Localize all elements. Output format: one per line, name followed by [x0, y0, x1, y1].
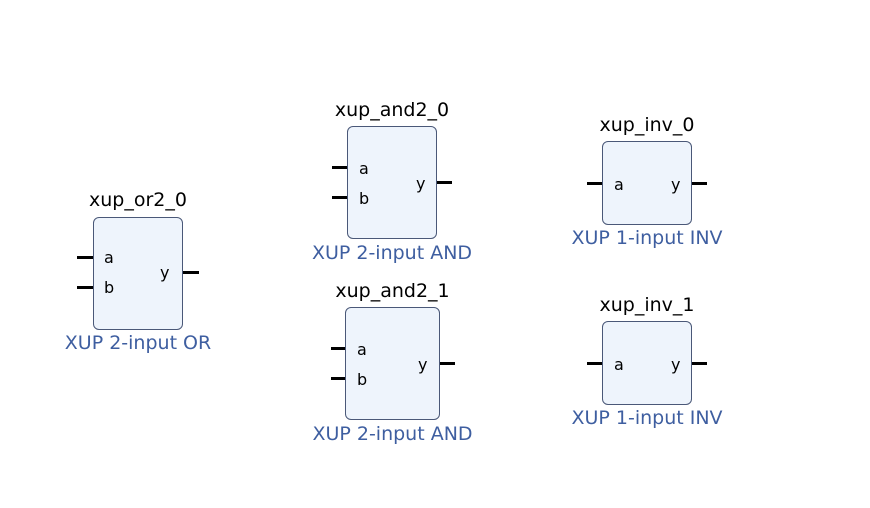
- input-pin-b[interactable]: [332, 196, 347, 199]
- pin-label-y: y: [160, 263, 170, 282]
- input-pin-a[interactable]: [587, 182, 602, 185]
- pin-label-y: y: [671, 355, 681, 374]
- input-pin-b[interactable]: [77, 286, 93, 289]
- cell-type-label: XUP 2-input AND: [312, 423, 473, 445]
- cell-type-label: XUP 1-input INV: [571, 227, 723, 249]
- cell-body[interactable]: [345, 307, 440, 420]
- pin-label-a: a: [359, 159, 369, 178]
- cell-body[interactable]: [602, 141, 692, 225]
- instance-name: xup_and2_0: [334, 99, 450, 121]
- pin-label-b: b: [357, 370, 368, 389]
- instance-name: xup_inv_0: [599, 114, 695, 136]
- input-pin-a[interactable]: [332, 166, 347, 169]
- input-pin-b[interactable]: [331, 377, 345, 380]
- cell-body[interactable]: [602, 321, 692, 405]
- cell-xup-or2-0[interactable]: xup_or2_0 a b y XUP 2-input OR: [65, 189, 211, 354]
- pin-label-a: a: [614, 175, 624, 194]
- input-pin-a[interactable]: [587, 362, 602, 365]
- pin-label-b: b: [104, 278, 115, 297]
- input-pin-a[interactable]: [77, 256, 93, 259]
- output-pin-y[interactable]: [692, 182, 707, 185]
- instance-name: xup_and2_1: [335, 280, 450, 302]
- pin-label-y: y: [671, 175, 681, 194]
- cell-type-label: XUP 2-input AND: [311, 242, 473, 264]
- cell-xup-inv-0[interactable]: xup_inv_0 a y XUP 1-input INV: [571, 114, 722, 249]
- instance-name: xup_inv_1: [599, 294, 695, 316]
- cell-xup-and2-1[interactable]: xup_and2_1 a b y XUP 2-input AND: [312, 280, 472, 445]
- cell-type-label: XUP 1-input INV: [571, 407, 723, 429]
- pin-label-y: y: [418, 355, 428, 374]
- output-pin-y[interactable]: [440, 362, 455, 365]
- output-pin-y[interactable]: [692, 362, 707, 365]
- cell-xup-and2-0[interactable]: xup_and2_0 a b y XUP 2-input AND: [312, 99, 472, 264]
- output-pin-y[interactable]: [183, 271, 199, 274]
- cell-type-label: XUP 2-input OR: [64, 332, 212, 354]
- pin-label-a: a: [357, 340, 367, 359]
- output-pin-y[interactable]: [437, 181, 452, 184]
- instance-name: xup_or2_0: [89, 189, 187, 211]
- pin-label-a: a: [104, 248, 114, 267]
- cell-body[interactable]: [347, 126, 437, 239]
- cell-xup-inv-1[interactable]: xup_inv_1 a y XUP 1-input INV: [571, 294, 722, 429]
- pin-label-a: a: [614, 355, 624, 374]
- pin-label-b: b: [359, 189, 370, 208]
- pin-label-y: y: [416, 174, 426, 193]
- cell-body[interactable]: [93, 217, 183, 330]
- input-pin-a[interactable]: [331, 347, 345, 350]
